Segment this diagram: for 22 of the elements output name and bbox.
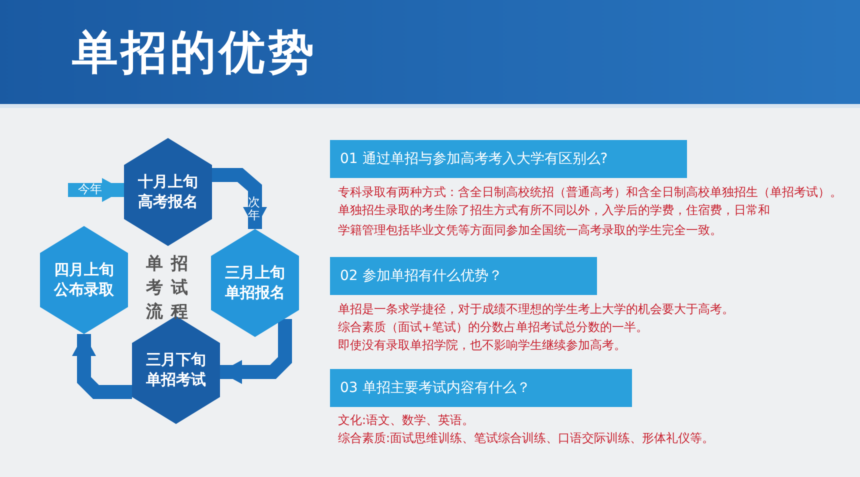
step-text: 三月上旬单招报名 — [225, 264, 285, 302]
answer-text: 单独招生录取的考生除了招生方式有所不同以外，入学后的学费，住宿费，日常和学籍管理包括毕业文凭等方面同参加全国统一高考录取的学生完全一致。 — [338, 202, 771, 239]
process-hexagon — [124, 138, 212, 246]
answer-text: 即使没有录取单招学院，也不影响学生继续参加高考。 — [338, 337, 626, 354]
answer-text: 专科录取有两种方式：含全日制高校统招（普通高考）和含全日制高校单独招生（单招考试）。 — [338, 184, 842, 201]
question-bar: 03 单招主要考试内容有什么？ — [330, 369, 632, 407]
step-text: 十月上旬高考报名 — [138, 172, 198, 212]
question-bar: 01 通过单招与参加高考考入大学有区别么? — [330, 140, 687, 178]
answer-text: 综合素质（面试+笔试）的分数占单招考试总分数的一半。 — [338, 319, 648, 336]
process-hexagon — [40, 226, 128, 334]
step-text: 三月下旬单招考试 — [146, 350, 206, 390]
answer-text: 单招是一条求学捷径，对于成绩不理想的学生考上大学的机会要大于高考。 — [338, 301, 734, 318]
answer-text: 综合素质:面试思维训练、笔试综合训练、口语交际训练、形体礼仪等。 — [338, 430, 714, 447]
edge-label: 今年 — [78, 183, 102, 196]
step-text: 四月上旬公布录取 — [54, 260, 114, 300]
question-bar: 02 参加单招有什么优势？ — [330, 257, 597, 295]
flow-arrow — [68, 178, 124, 202]
answer-text: 文化:语文、数学、英语。 — [338, 412, 474, 429]
cycle-caption: 单招考试流程 — [146, 253, 197, 324]
title: 单招的优势 — [72, 24, 317, 81]
process-hexagon — [211, 229, 299, 337]
edge-label: 次年 — [248, 196, 260, 222]
